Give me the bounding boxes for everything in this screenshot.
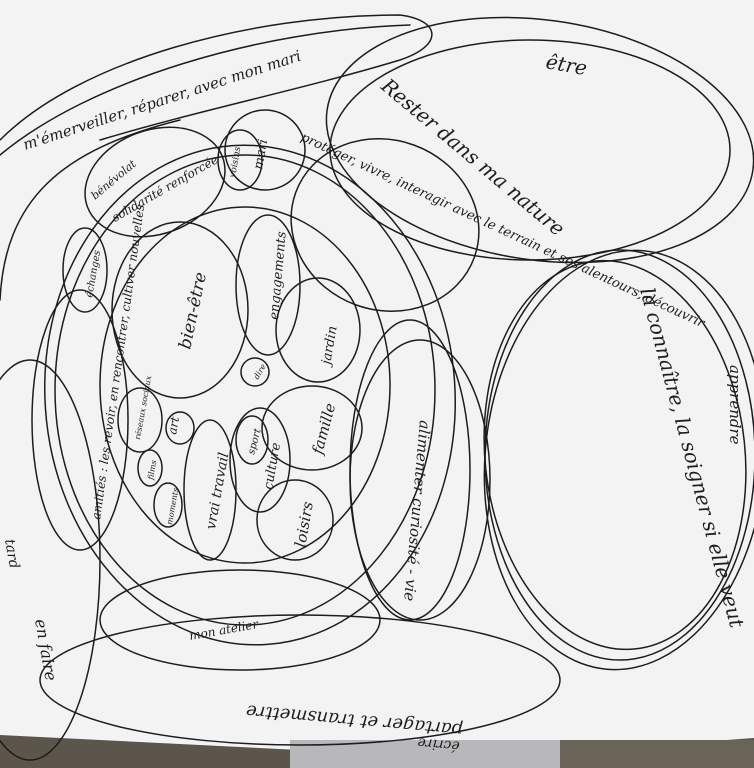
label-tard: tard — [1, 538, 22, 570]
label-apprendre: apprendre — [726, 365, 744, 445]
label-films: films — [146, 459, 158, 481]
label-ecrire: écrire — [417, 734, 461, 754]
table-corner — [560, 740, 754, 768]
label-mari: mari — [251, 138, 271, 171]
paper-sheet — [0, 0, 754, 752]
label-jardin: jardin — [319, 325, 341, 369]
label-art: art — [165, 415, 182, 435]
